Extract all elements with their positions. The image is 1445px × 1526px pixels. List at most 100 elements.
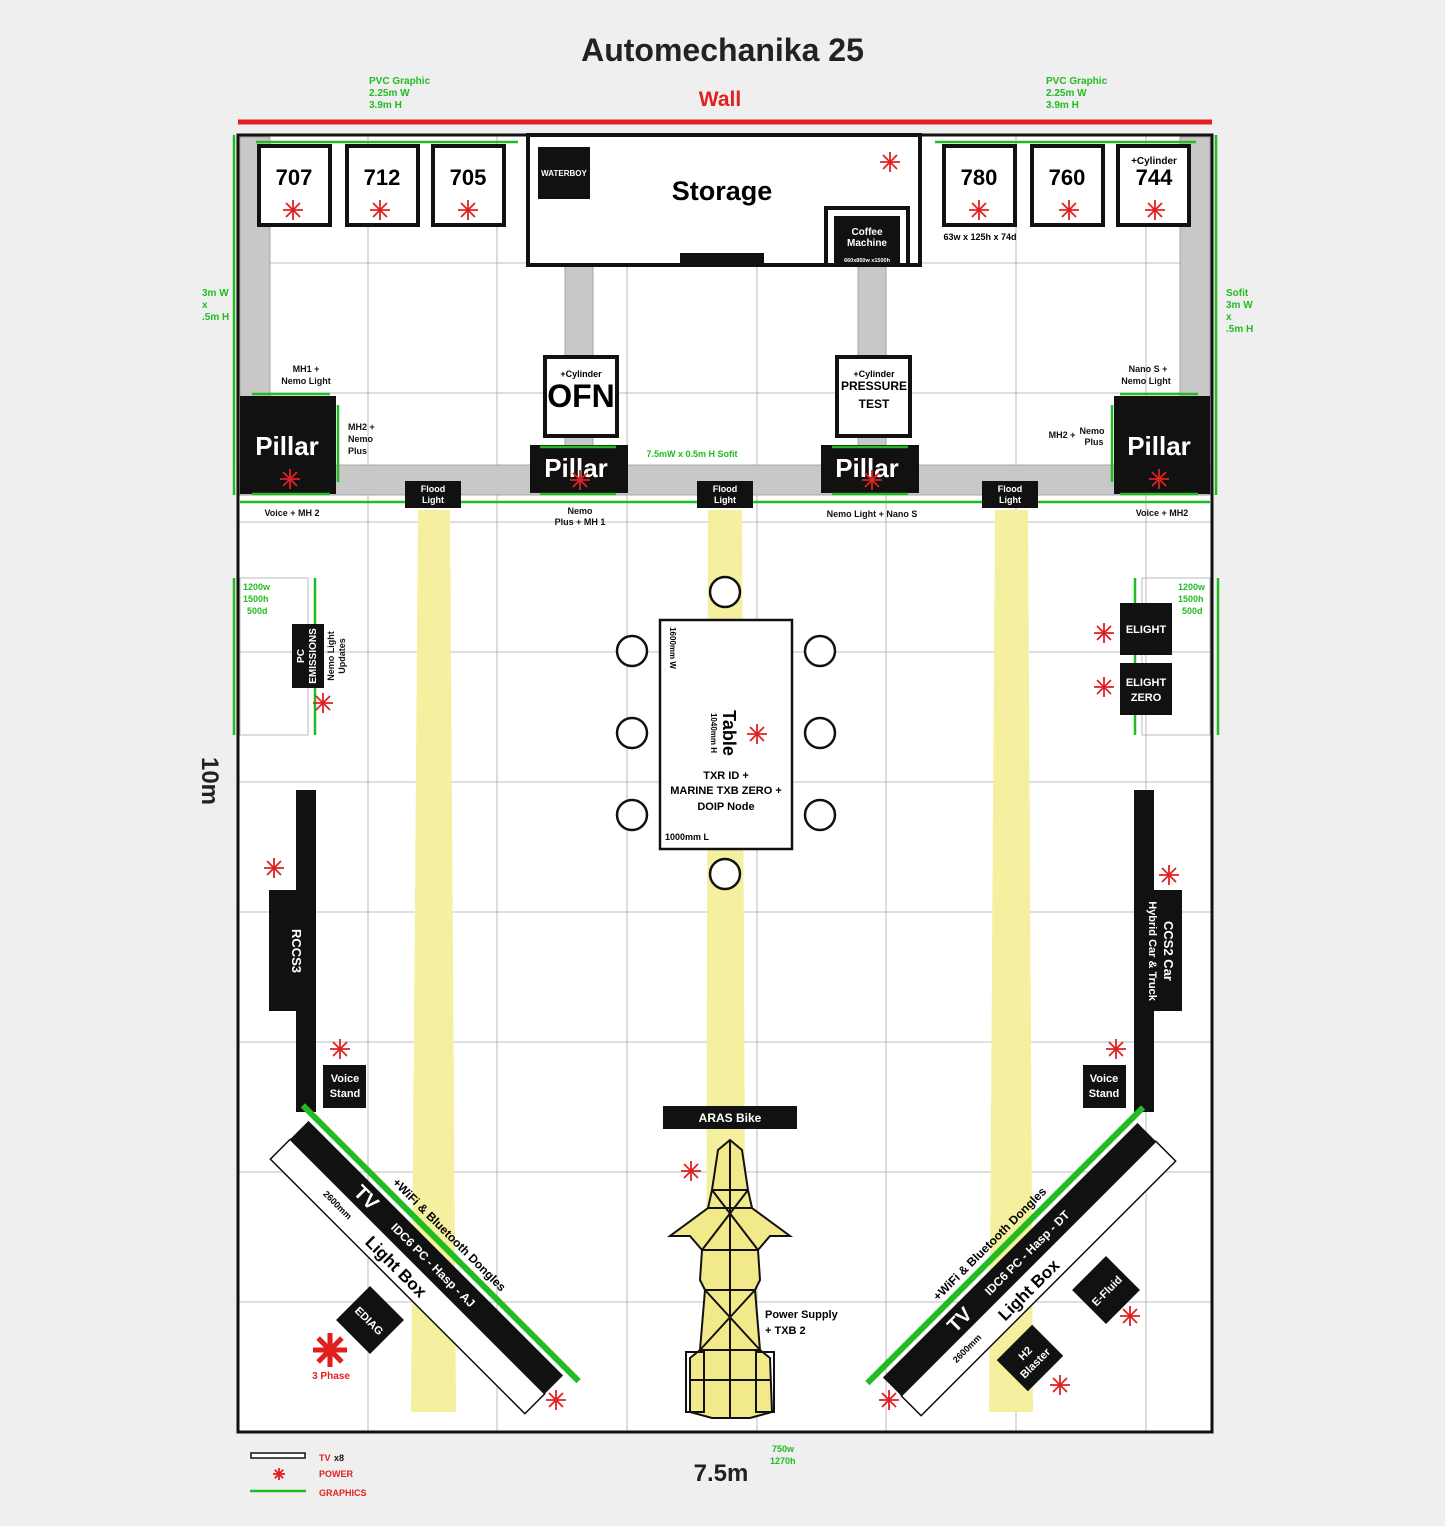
svg-text:MH2 +: MH2 +: [1049, 430, 1076, 440]
svg-text:MH2 +: MH2 +: [348, 422, 375, 432]
graphic-panel-right: [1141, 577, 1211, 736]
svg-text:Hybrid Car & Truck: Hybrid Car & Truck: [1146, 901, 1158, 1002]
svg-text:Machine: Machine: [847, 238, 887, 249]
power-efluid: [1119, 1305, 1141, 1327]
svg-text:760: 760: [1049, 165, 1086, 190]
svg-text:744: 744: [1136, 165, 1173, 190]
unit-705: 705: [431, 144, 506, 227]
svg-text:RCCS3: RCCS3: [289, 929, 304, 973]
storage-label: Storage: [672, 176, 773, 206]
svg-text:Plus: Plus: [1084, 437, 1103, 447]
svg-text:660x850w x1500h: 660x850w x1500h: [844, 258, 891, 264]
rccs3-unit: RCCS3: [263, 790, 316, 1112]
svg-text:MH1 +: MH1 +: [293, 364, 320, 374]
panel-notes: 1200w 1500h 500d 1200w 1500h 500d: [243, 582, 1206, 616]
svg-text:1000mm L: 1000mm L: [665, 832, 710, 842]
width-dimension: 7.5m: [694, 1460, 749, 1487]
svg-text:Voice: Voice: [1090, 1073, 1119, 1085]
svg-text:+Cylinder: +Cylinder: [1131, 156, 1177, 167]
ofn-unit: +Cylinder OFN: [543, 355, 619, 438]
flood-light-2: Flood Light: [697, 481, 753, 508]
three-phase-label: 3 Phase: [312, 1371, 350, 1382]
svg-text:DOIP Node: DOIP Node: [697, 801, 754, 813]
svg-text:CCS2 Car: CCS2 Car: [1161, 921, 1176, 981]
unit-712: 712: [345, 144, 420, 227]
svg-text:Nemo: Nemo: [567, 506, 593, 516]
svg-text:x8: x8: [334, 1453, 344, 1463]
coffee-machine: [834, 216, 900, 265]
svg-text:500d: 500d: [247, 606, 268, 616]
svg-text:Stand: Stand: [1089, 1088, 1120, 1100]
svg-text:EMISSIONS: EMISSIONS: [308, 628, 319, 684]
legend-tv-swatch: [250, 1452, 306, 1459]
svg-text:OFN: OFN: [547, 378, 615, 414]
page-title: Automechanika 25: [581, 32, 864, 68]
svg-text:Nemo Light: Nemo Light: [326, 631, 336, 681]
svg-text:PC: PC: [296, 649, 307, 663]
unit-707: 707: [257, 144, 332, 227]
pillar-mid-left: Pillar: [530, 445, 628, 496]
elight-unit: ELIGHT: [1093, 603, 1172, 655]
motorbike-drawing: [666, 1138, 794, 1419]
svg-text:1600mm W: 1600mm W: [668, 627, 677, 669]
svg-text:PRESSURE: PRESSURE: [841, 379, 907, 393]
unit-760: 760: [1030, 144, 1105, 227]
power-tv-left: [545, 1389, 567, 1411]
svg-text:ELIGHT: ELIGHT: [1126, 677, 1167, 689]
power-supply-note: Power Supply: [765, 1309, 839, 1321]
power-tv-right: [878, 1389, 900, 1411]
elight-zero-unit: ELIGHT ZERO: [1093, 663, 1172, 715]
pillar-top-right: Pillar: [1110, 392, 1210, 496]
sofit-mid-note: 7.5mW x 0.5m H Sofit: [646, 449, 737, 459]
svg-text:Pillar: Pillar: [835, 453, 899, 483]
table-chairs: [615, 575, 837, 891]
svg-text:1500h: 1500h: [243, 594, 269, 604]
svg-text:Nemo: Nemo: [1079, 426, 1105, 436]
svg-text:1040mm H: 1040mm H: [709, 713, 718, 753]
svg-text:500d: 500d: [1182, 606, 1203, 616]
svg-text:Nemo Light: Nemo Light: [1121, 376, 1171, 386]
wall-label: Wall: [698, 88, 742, 111]
svg-text:ARAS Bike: ARAS Bike: [699, 1111, 762, 1125]
svg-text:Nano S +: Nano S +: [1129, 364, 1168, 374]
unit-744: +Cylinder 744: [1116, 144, 1191, 227]
pillar-top-left: Pillar: [240, 392, 340, 496]
flood-light-3: Flood Light: [982, 481, 1038, 508]
svg-text:Table: Table: [719, 710, 739, 756]
svg-text:1200w: 1200w: [243, 582, 271, 592]
meeting-table: 1600mm W Table 1040mm H TXR ID + MARINE …: [658, 618, 794, 851]
svg-text:712: 712: [364, 165, 401, 190]
svg-text:MARINE TXB ZERO +: MARINE TXB ZERO +: [670, 785, 782, 797]
svg-text:Light: Light: [999, 495, 1021, 505]
aras-bike-label: ARAS Bike: [663, 1106, 797, 1129]
svg-text:Stand: Stand: [330, 1088, 361, 1100]
pc-emissions-unit: PC EMISSIONS Nemo Light Updates: [292, 624, 347, 714]
power-supply-note-2: + TXB 2: [765, 1325, 806, 1337]
bottom-panel-note-2: 1270h: [770, 1456, 796, 1466]
svg-text:Light: Light: [422, 495, 444, 505]
svg-text:Plus: Plus: [348, 446, 367, 456]
unit-780: 780: [942, 144, 1017, 227]
svg-text:Flood: Flood: [421, 484, 446, 494]
svg-text:1200w: 1200w: [1178, 582, 1206, 592]
ccs2-unit: CCS2 Car Hybrid Car & Truck: [1134, 790, 1182, 1112]
svg-text:Flood: Flood: [713, 484, 738, 494]
svg-text:ELIGHT: ELIGHT: [1126, 624, 1167, 636]
svg-text:Pillar: Pillar: [255, 431, 319, 461]
svg-text:Flood: Flood: [998, 484, 1023, 494]
voice-stand-right: Voice Stand: [1083, 1038, 1127, 1108]
svg-text:Pillar: Pillar: [1127, 431, 1191, 461]
svg-text:705: 705: [450, 165, 487, 190]
svg-text:Coffee: Coffee: [851, 227, 883, 238]
waterboy-unit: [538, 147, 590, 199]
storage-room: Storage WATERBOY Coffee Machine 660x850w…: [526, 133, 922, 267]
svg-text:Nemo: Nemo: [348, 434, 374, 444]
svg-text:+Cylinder: +Cylinder: [853, 369, 895, 379]
svg-text:Light: Light: [714, 495, 736, 505]
svg-text:+Cylinder: +Cylinder: [560, 369, 602, 379]
